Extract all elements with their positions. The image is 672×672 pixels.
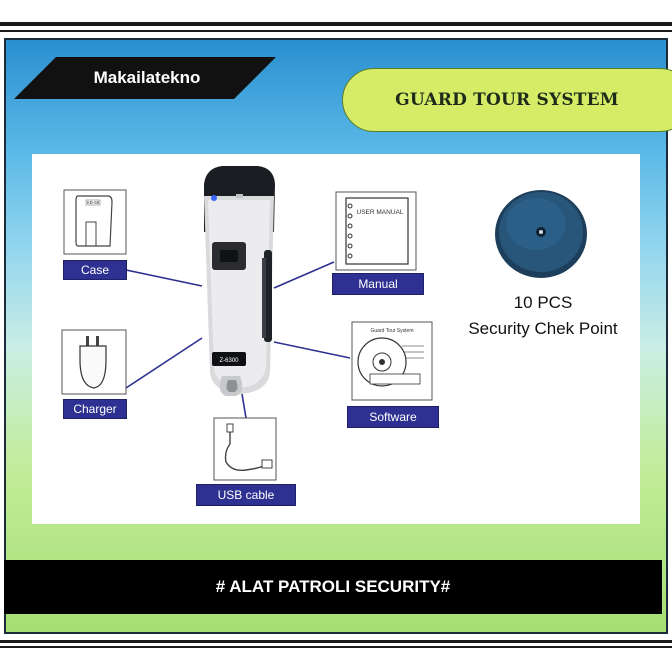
case-illustration [63,189,127,255]
manual-cover-text: USER MANUAL [357,209,404,216]
top-border-line [0,22,672,26]
scanner-device [204,166,275,396]
footer-text: # ALAT PATROLI SECURITY# [215,577,451,596]
connector-line-charger [125,337,203,389]
charger-label: Charger [63,399,127,419]
checkpoint-caption: 10 PCS Security Chek Point [448,290,638,342]
top-border-line-thin [0,30,672,32]
footer-bar [4,560,662,614]
title-pill [342,68,672,132]
charger-illustration [61,329,127,395]
connector-line-usb [241,393,247,419]
bottom-border-line-thin [0,646,672,648]
case-label: Case [63,260,127,280]
software-label: Software [347,406,439,428]
usb-cable-label: USB cable [196,484,296,506]
software-illustration [351,321,433,401]
connector-line-software [273,341,351,359]
software-cover-text: Guard Tour System [371,328,414,334]
checkpoint-tag-illustration [495,190,587,278]
page-title: GUARD TOUR SYSTEM [395,90,619,110]
brand-banner-shape [14,57,276,99]
case-tag: KB-58 [87,200,100,205]
checkpoint-label: Security Chek Point [468,319,618,338]
brand-name: Makailatekno [93,68,201,87]
manual-label: Manual [332,273,424,295]
connector-line-case [125,269,203,287]
brand-banner: Makailatekno [14,57,276,99]
connector-line-manual [273,261,335,289]
device-model-label: Z-6300 [219,358,239,364]
bottom-border-line [0,640,672,643]
manual-illustration [335,191,417,271]
checkpoint-count: 10 PCS [513,293,573,312]
usb-cable-illustration [213,417,277,481]
